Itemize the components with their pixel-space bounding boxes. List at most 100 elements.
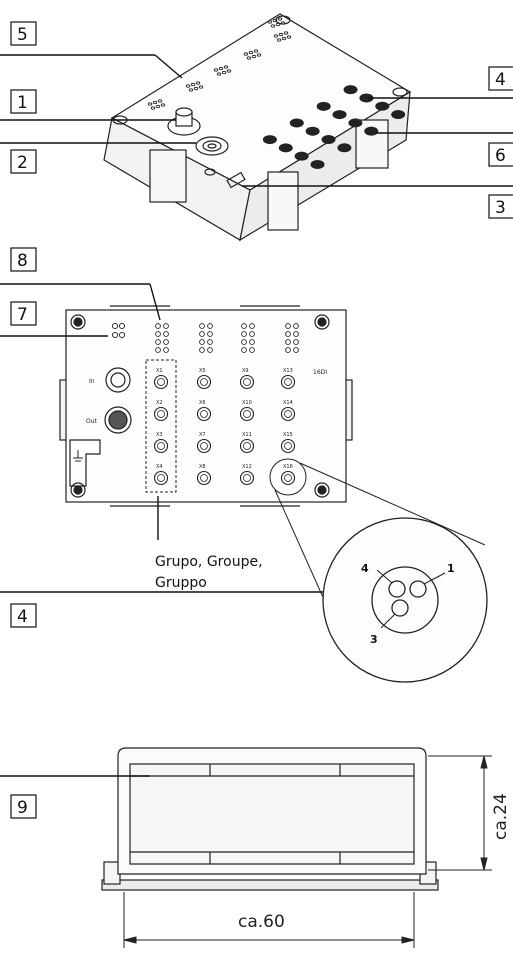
m8-socket-inner bbox=[284, 474, 292, 482]
iso-socket bbox=[332, 110, 347, 120]
iso-led bbox=[190, 82, 196, 87]
iso-led bbox=[213, 68, 219, 72]
iso-led bbox=[147, 102, 153, 106]
iso-led bbox=[286, 35, 292, 39]
channel-led bbox=[249, 323, 255, 329]
connector-label: X10 bbox=[242, 400, 252, 406]
iso-led bbox=[152, 100, 158, 105]
iso-socket bbox=[310, 159, 325, 169]
iso-led bbox=[221, 70, 227, 75]
m8-socket-inner bbox=[200, 474, 208, 482]
callout-7: 7 bbox=[17, 305, 28, 325]
pin-3-contact bbox=[391, 599, 409, 617]
m12-connector-in bbox=[167, 107, 201, 136]
channel-led bbox=[241, 347, 247, 353]
iso-led bbox=[198, 85, 204, 89]
channel-led bbox=[241, 331, 247, 337]
iso-led bbox=[155, 104, 161, 109]
m8-socket-inner bbox=[284, 378, 292, 386]
m8-socket bbox=[153, 374, 169, 390]
iso-led bbox=[150, 106, 156, 110]
iso-led bbox=[160, 103, 166, 107]
iso-led bbox=[267, 20, 273, 24]
iso-socket bbox=[278, 143, 293, 153]
iso-led bbox=[251, 54, 257, 59]
iso-led-clusters bbox=[147, 17, 292, 110]
status-leds bbox=[111, 322, 126, 339]
channel-led bbox=[199, 331, 205, 337]
m8-socket bbox=[153, 470, 169, 486]
m8-socket bbox=[196, 406, 212, 422]
callout-4: 4 bbox=[495, 70, 506, 90]
iso-sockets bbox=[262, 85, 406, 169]
callout-3: 3 bbox=[495, 198, 506, 218]
front-mount-hole bbox=[314, 482, 330, 498]
channel-led bbox=[199, 323, 205, 329]
m8-socket bbox=[239, 470, 255, 486]
iso-led bbox=[246, 56, 252, 60]
channel-led bbox=[207, 347, 213, 353]
group-outline bbox=[145, 359, 177, 493]
m8-socket-inner bbox=[243, 474, 251, 482]
iso-led bbox=[223, 65, 229, 69]
channel-led bbox=[207, 339, 213, 345]
iso-socket bbox=[262, 135, 277, 145]
m8-socket-inner bbox=[200, 378, 208, 386]
connector-label: X15 bbox=[283, 432, 293, 438]
m8-socket-inner bbox=[157, 474, 165, 482]
callout-boxes-middle bbox=[10, 247, 37, 628]
connector-label: X2 bbox=[156, 400, 163, 406]
m8-socket bbox=[280, 406, 296, 422]
iso-led bbox=[248, 50, 254, 55]
callout-2: 2 bbox=[17, 153, 28, 173]
channel-led bbox=[155, 323, 161, 329]
pin-1-label: 1 bbox=[447, 562, 455, 575]
iso-led bbox=[281, 36, 287, 41]
iso-socket bbox=[348, 118, 363, 128]
callout-lines-middle bbox=[0, 283, 372, 593]
width-dimension: ca.60 bbox=[238, 912, 285, 932]
earth-symbol bbox=[69, 439, 101, 487]
group-label-line2: Gruppo bbox=[155, 575, 207, 591]
m8-socket-inner bbox=[243, 378, 251, 386]
iso-socket bbox=[316, 101, 331, 111]
m8-socket bbox=[196, 374, 212, 390]
front-m12-in bbox=[105, 367, 131, 393]
callout-4-detail: 4 bbox=[17, 607, 28, 627]
callout-8: 8 bbox=[17, 251, 28, 271]
iso-led bbox=[193, 86, 199, 91]
channel-led bbox=[293, 331, 299, 337]
m8-socket bbox=[280, 438, 296, 454]
iso-socket bbox=[337, 143, 352, 153]
iso-led bbox=[276, 38, 282, 42]
connector-label: X11 bbox=[242, 432, 252, 438]
callout-1: 1 bbox=[17, 93, 28, 113]
iso-socket bbox=[343, 85, 358, 95]
m8-socket-inner bbox=[157, 378, 165, 386]
pin-4-label: 4 bbox=[361, 562, 369, 575]
channel-led bbox=[249, 347, 255, 353]
m8-socket-inner bbox=[200, 442, 208, 450]
m8-socket bbox=[196, 438, 212, 454]
m8-socket bbox=[153, 438, 169, 454]
pin-1-contact bbox=[409, 580, 427, 598]
channel-led bbox=[155, 347, 161, 353]
iso-led bbox=[185, 84, 191, 88]
channel-led bbox=[285, 323, 291, 329]
iso-socket bbox=[391, 110, 406, 120]
iso-led bbox=[243, 52, 249, 56]
front-mount-hole bbox=[314, 314, 330, 330]
channel-led bbox=[249, 331, 255, 337]
connector-label: X3 bbox=[156, 432, 163, 438]
m8-socket bbox=[239, 406, 255, 422]
front-mount-hole bbox=[70, 314, 86, 330]
callout-6: 6 bbox=[495, 146, 506, 166]
channel-led bbox=[293, 347, 299, 353]
group-label-line1: Grupo, Groupe, bbox=[155, 554, 263, 570]
channel-led bbox=[241, 339, 247, 345]
isometric-view bbox=[103, 13, 412, 242]
iso-led bbox=[188, 88, 194, 92]
connector-label: X9 bbox=[242, 368, 249, 374]
connector-label: X6 bbox=[199, 400, 206, 406]
